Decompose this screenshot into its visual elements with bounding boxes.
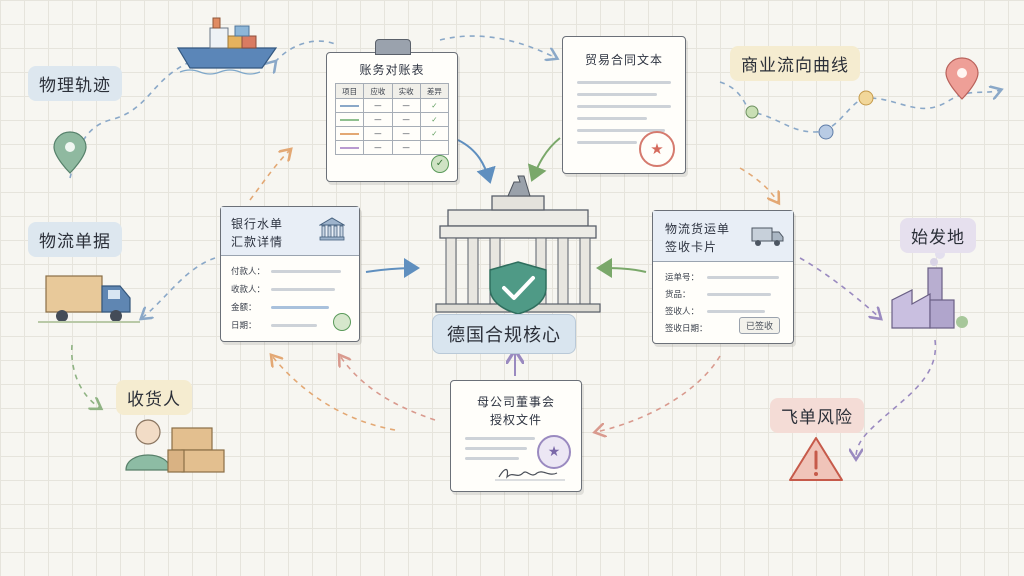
signature-icon — [495, 465, 565, 483]
contract-card: 贸易合同文本 ★ — [562, 36, 686, 174]
arrow-board-to-bank-pink — [340, 356, 436, 421]
bank-field-label: 付款人： — [231, 267, 266, 277]
curve-dot — [745, 105, 759, 119]
approved-stamp-icon — [333, 313, 351, 331]
waybill-field-label: 货品： — [665, 290, 691, 300]
bank-title-line2: 汇款详情 — [231, 235, 284, 249]
ledger-header: 实收 — [391, 83, 421, 99]
arrow-truck-to-consignee — [70, 344, 100, 408]
purple-seal-icon: ★ — [537, 435, 571, 469]
label-physical-track: 物理轨迹 — [28, 66, 122, 101]
waybill-card: 物流货运单 签收卡片 运单号： 货品： 签收人： 签收日期： 已签收 — [652, 210, 794, 344]
warning-icon — [789, 437, 843, 481]
arrow-waybill-to-core — [596, 258, 647, 279]
contract-title: 贸易合同文本 — [584, 53, 663, 67]
label-consignee: 收货人 — [116, 380, 192, 415]
map-pin-icon — [53, 131, 87, 174]
curve-dot — [858, 90, 874, 106]
signed-stamp: 已签收 — [739, 317, 781, 334]
arrow-ledger-to-contract — [439, 35, 556, 58]
arrow-ledger-to-core — [457, 139, 496, 184]
delivery-truck-icon — [751, 225, 785, 247]
waybill-title-line2: 签收卡片 — [665, 240, 718, 254]
clipboard-clip-icon — [375, 39, 411, 55]
bank-field-label: 金额： — [231, 303, 257, 313]
reconciliation-card: 账务对账表 项目 应收 实收 差异 ——✓ ——✓ ——✓ —— ✓ — [326, 39, 458, 182]
cargo-ship-icon — [176, 17, 278, 75]
arrow-bank-to-truck — [142, 257, 216, 318]
bank-slip-card: 银行水单 汇款详情 付款人： 收款人： 金额： 日期： — [220, 206, 360, 342]
arrow-board-to-bank-orange — [272, 356, 396, 431]
bank-field-label: 日期： — [231, 321, 257, 331]
bank-title-line1: 银行水单 — [231, 217, 284, 231]
label-core: 德国合规核心 — [432, 314, 576, 354]
label-commercial-flow: 商业流向曲线 — [730, 46, 860, 81]
bank-field-label: 收款人： — [231, 285, 266, 295]
arrow-contract-to-waybill — [739, 167, 778, 202]
arrow-ship-to-ledger — [275, 40, 336, 62]
arrow-bank-to-core — [365, 258, 420, 279]
ledger-table: 项目 应收 实收 差异 ——✓ ——✓ ——✓ —— — [334, 83, 450, 155]
red-seal-icon: ★ — [639, 131, 675, 167]
shield-check-icon — [489, 261, 547, 315]
arrow-waybill-to-board — [596, 355, 721, 432]
table-row: —— — [334, 140, 450, 155]
commercial-curve — [719, 81, 1000, 133]
curve-dot — [818, 124, 834, 140]
truck-icon — [38, 275, 140, 323]
consignee-person-icon — [125, 419, 225, 473]
label-origin: 始发地 — [900, 218, 976, 253]
waybill-field-label: 运单号： — [665, 273, 700, 283]
waybill-field-label: 签收人： — [665, 307, 700, 317]
table-row: ——✓ — [334, 98, 450, 113]
arrow-bank-to-ledger — [249, 150, 290, 201]
arrow-contract-to-core — [527, 137, 561, 182]
ledger-header: 差异 — [419, 83, 450, 99]
factory-icon — [891, 249, 968, 329]
arrow-origin-to-risk — [856, 339, 937, 458]
board-title-line2: 授权文件 — [489, 413, 542, 427]
table-row: ——✓ — [334, 112, 450, 127]
arrow-waybill-to-origin — [799, 257, 880, 318]
bank-building-icon — [318, 217, 346, 241]
ledger-header: 项目 — [334, 83, 365, 99]
check-badge-icon: ✓ — [431, 155, 449, 173]
ledger-header: 应收 — [363, 83, 393, 99]
map-pin-icon — [945, 57, 979, 100]
table-row: ——✓ — [334, 126, 450, 141]
reconciliation-title: 账务对账表 — [359, 63, 425, 77]
board-authorization-card: 母公司董事会 授权文件 ★ — [450, 380, 582, 492]
label-flying-risk: 飞单风险 — [770, 398, 864, 433]
label-logistics-docs: 物流单据 — [28, 222, 122, 257]
waybill-title-line1: 物流货运单 — [665, 222, 731, 236]
waybill-field-label: 签收日期： — [665, 324, 708, 334]
board-title-line1: 母公司董事会 — [476, 395, 555, 409]
